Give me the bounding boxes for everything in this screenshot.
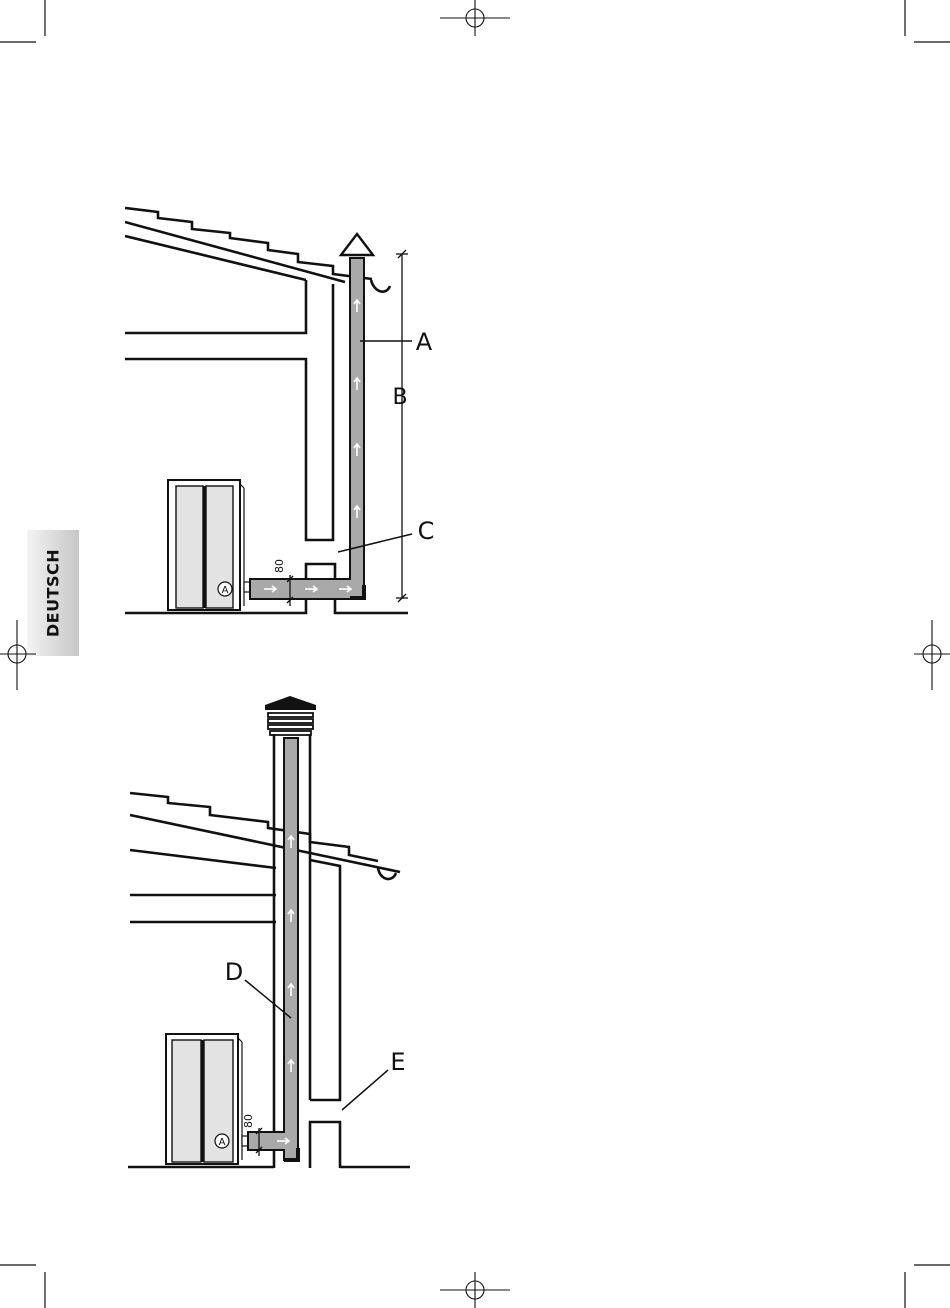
stove-badge: A: [222, 585, 229, 596]
label-d: D: [225, 958, 243, 986]
label-e: E: [390, 1048, 405, 1076]
label-a: A: [416, 328, 433, 356]
flow-arrows: [264, 300, 360, 592]
dimension-label: 80: [273, 559, 286, 573]
roof-structure: [125, 208, 372, 282]
stove-badge: A: [219, 1137, 226, 1148]
label-c: C: [418, 517, 435, 545]
dimension-label: 80: [242, 1114, 255, 1128]
diagram-external-flue: A 80: [125, 208, 434, 613]
roof-structure: [130, 793, 400, 872]
gutter-icon: [371, 280, 390, 292]
height-dimension: [396, 250, 408, 602]
stove-appliance: [168, 480, 250, 610]
chimney-cowl-icon: [265, 696, 316, 735]
stove-appliance: [166, 1034, 248, 1164]
label-b: B: [392, 385, 407, 410]
label-leaders: [245, 980, 388, 1110]
chimney-cap-icon: [341, 234, 373, 255]
diagram-internal-chimney: A 80 D: [128, 696, 410, 1168]
